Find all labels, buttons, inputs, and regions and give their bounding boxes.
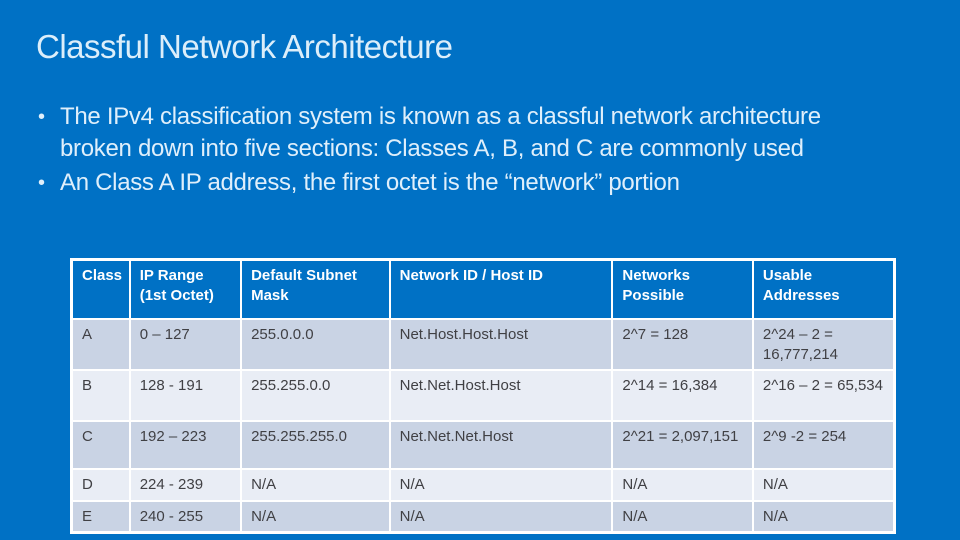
classful-network-table: Class IP Range (1st Octet) Default Subne… (70, 258, 896, 534)
table-cell: 255.255.255.0 (240, 420, 391, 470)
table-cell: Net.Net.Host.Host (388, 369, 614, 422)
table-row-class-c: C 192 – 223 255.255.255.0 Net.Net.Net.Ho… (70, 420, 896, 470)
bullet-item: • The IPv4 classification system is know… (36, 101, 896, 165)
table-cell: 240 - 255 (128, 499, 243, 534)
table-cell: 255.255.0.0 (240, 369, 391, 422)
bullet-list: • The IPv4 classification system is know… (36, 101, 896, 201)
bullet-text: The IPv4 classification system is known … (60, 103, 821, 162)
table-cell: 128 - 191 (128, 369, 243, 422)
table-row-class-a: A 0 – 127 255.0.0.0 Net.Host.Host.Host 2… (70, 318, 896, 371)
bullet-icon: • (38, 172, 46, 194)
bullet-icon: • (38, 106, 46, 128)
table-cell: 2^24 – 2 = 16,777,214 (751, 318, 896, 371)
column-header-usable-addresses: Usable Addresses (751, 258, 896, 320)
table-cell: E (70, 499, 131, 534)
column-header-subnet-mask: Default Subnet Mask (240, 258, 391, 320)
table-cell: B (70, 369, 131, 422)
table-cell: 2^9 -2 = 254 (751, 420, 896, 470)
table-cell: N/A (240, 468, 391, 502)
table-cell: A (70, 318, 131, 371)
column-header-network-host-id: Network ID / Host ID (388, 258, 614, 320)
table-row-class-d: D 224 - 239 N/A N/A N/A N/A (70, 468, 896, 502)
table-cell: D (70, 468, 131, 502)
table-cell: Net.Host.Host.Host (388, 318, 614, 371)
table-row-class-e: E 240 - 255 N/A N/A N/A N/A (70, 499, 896, 534)
table-cell: 0 – 127 (128, 318, 243, 371)
table-cell: N/A (388, 468, 614, 502)
table-cell: 224 - 239 (128, 468, 243, 502)
table-cell: Net.Net.Net.Host (388, 420, 614, 470)
column-header-class: Class (70, 258, 131, 320)
table-cell: N/A (611, 499, 754, 534)
table-row-class-b: B 128 - 191 255.255.0.0 Net.Net.Host.Hos… (70, 369, 896, 422)
table-cell: 2^7 = 128 (611, 318, 754, 371)
table-cell: N/A (388, 499, 614, 534)
bullet-item: • An Class A IP address, the first octet… (36, 167, 896, 199)
table-cell: 2^21 = 2,097,151 (611, 420, 754, 470)
slide-title: Classful Network Architecture (36, 28, 453, 65)
table-cell: C (70, 420, 131, 470)
table-cell: 2^14 = 16,384 (611, 369, 754, 422)
table-cell: N/A (751, 468, 896, 502)
table-cell: 192 – 223 (128, 420, 243, 470)
table-header-row: Class IP Range (1st Octet) Default Subne… (70, 258, 896, 320)
table-cell: 255.0.0.0 (240, 318, 391, 371)
table-cell: N/A (611, 468, 754, 502)
column-header-ip-range: IP Range (1st Octet) (128, 258, 243, 320)
bullet-text: An Class A IP address, the first octet i… (60, 169, 680, 196)
table-cell: N/A (751, 499, 896, 534)
table-cell: N/A (240, 499, 391, 534)
table-cell: 2^16 – 2 = 65,534 (751, 369, 896, 422)
column-header-networks-possible: Networks Possible (611, 258, 754, 320)
